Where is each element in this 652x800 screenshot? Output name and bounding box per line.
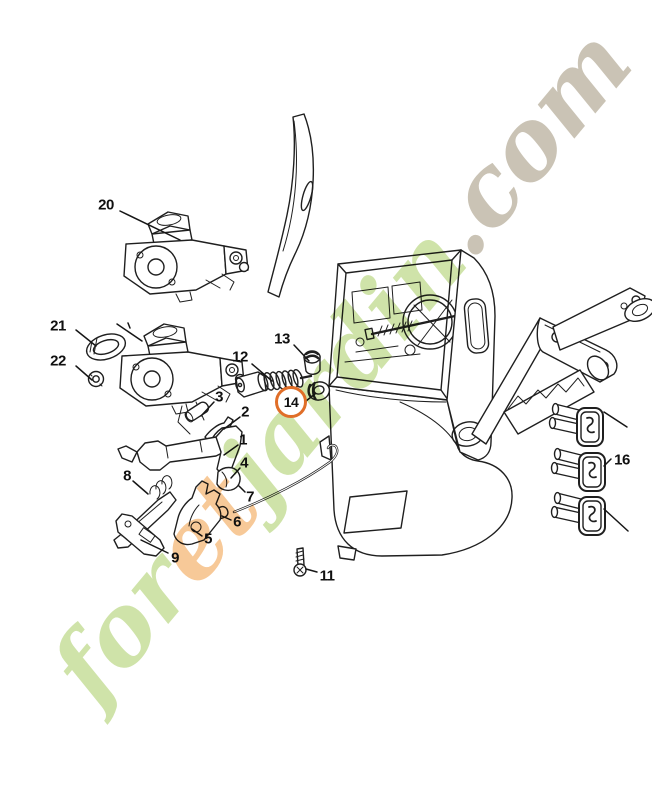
part-callout-12[interactable]: 12 — [232, 348, 248, 366]
part-callout-5[interactable]: 5 — [204, 530, 212, 548]
part-callout-11[interactable]: 11 — [319, 567, 335, 585]
rubber-mount-part-16-bottom — [550, 491, 606, 536]
part-callout-8[interactable]: 8 — [123, 467, 131, 485]
part-callout-4[interactable]: 4 — [240, 454, 248, 472]
hand-guard-part — [267, 113, 315, 298]
carburetor-part-20 — [123, 211, 250, 303]
part-callout-14[interactable]: 14 — [275, 386, 307, 418]
callout-leader-lines — [75, 210, 629, 573]
throttle-rod-part-7 — [232, 443, 339, 514]
rubber-mount-part-16-middle — [550, 447, 606, 492]
part-callout-7[interactable]: 7 — [246, 488, 254, 506]
part-callout-2[interactable]: 2 — [241, 403, 249, 421]
part-callout-3[interactable]: 3 — [215, 388, 223, 406]
leader-line-lower-carb — [116, 323, 143, 342]
tank-housing-part — [319, 249, 652, 561]
rubber-mount-part-16-top — [548, 402, 604, 447]
grommet-part-21 — [85, 333, 127, 361]
part-callout-6[interactable]: 6 — [233, 513, 241, 531]
tick-mark — [127, 322, 131, 329]
carburetor-part-lower — [119, 323, 246, 435]
part-callout-16[interactable]: 16 — [614, 451, 630, 469]
lockout-lever-part-5 — [173, 480, 222, 546]
part-callout-22[interactable]: 22 — [50, 352, 66, 370]
screw-part-11 — [293, 547, 307, 577]
nut-part-22 — [87, 370, 105, 388]
watermark-text: foretjardin.com — [24, 7, 652, 728]
part-callout-20[interactable]: 20 — [98, 196, 114, 214]
part-callout-1[interactable]: 1 — [239, 431, 247, 449]
part-callout-21[interactable]: 21 — [50, 317, 66, 335]
part-callout-9[interactable]: 9 — [171, 549, 179, 567]
part-callout-13[interactable]: 13 — [274, 330, 290, 348]
